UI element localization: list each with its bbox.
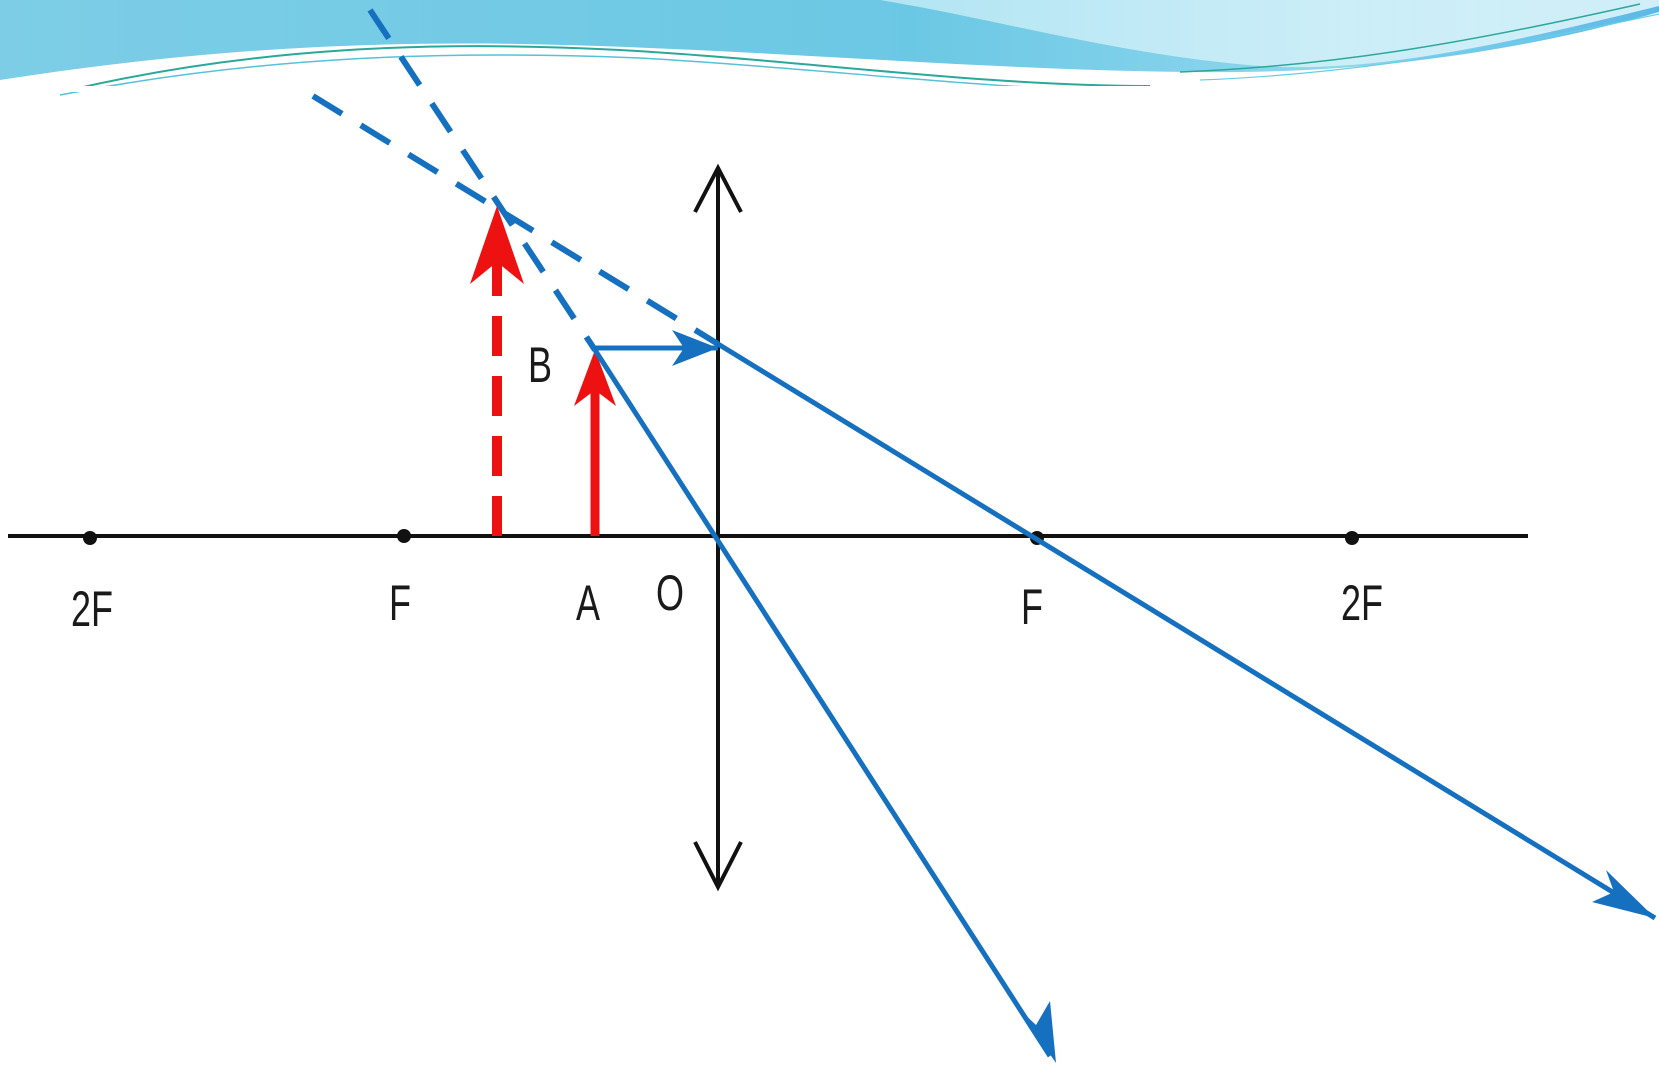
label-point-o: O (656, 566, 684, 621)
point-f-left (397, 529, 411, 543)
point-2f-left (83, 531, 97, 545)
label-2f-right: 2F (1341, 576, 1383, 631)
label-2f-left: 2F (71, 582, 113, 637)
ray-arrowheads (672, 330, 1655, 1063)
label-f-right: F (1021, 580, 1043, 635)
label-f-left: F (389, 576, 411, 631)
lens-arrow-icon (693, 163, 743, 892)
light-rays (592, 341, 1657, 1058)
virtual-image-arrow-icon (470, 206, 524, 536)
header-banner (0, 0, 1659, 96)
point-2f-right (1345, 531, 1359, 545)
label-point-b: B (528, 338, 552, 393)
label-point-a: A (576, 576, 600, 631)
object-arrow-icon (574, 350, 616, 536)
virtual-ray-extensions (311, 8, 720, 352)
